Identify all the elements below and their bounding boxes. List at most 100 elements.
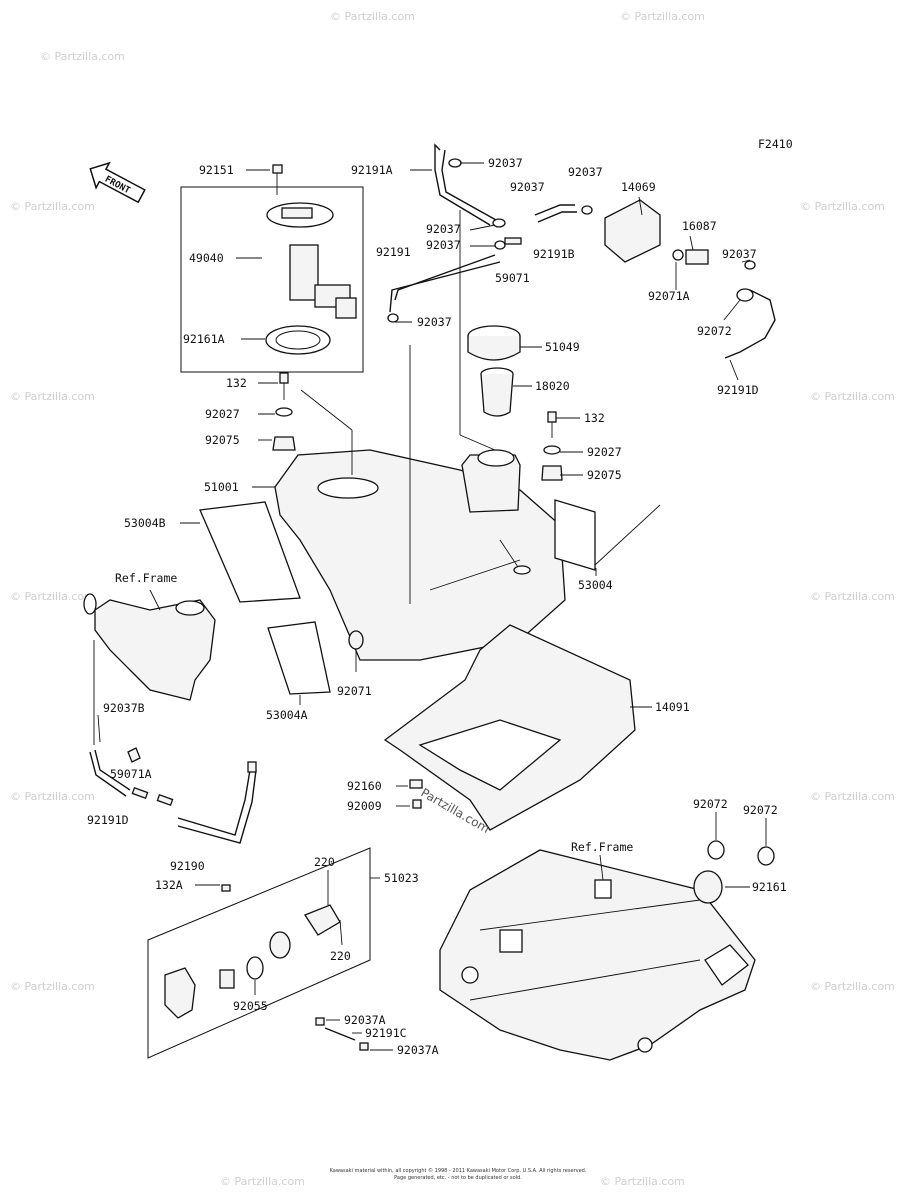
- bolt-92160: [409, 779, 423, 789]
- part-label: 132: [584, 411, 605, 425]
- watermark: © Partzilla.com: [810, 590, 895, 603]
- part-label: 59071A: [110, 767, 152, 781]
- watermark: © Partzilla.com: [220, 1175, 305, 1188]
- part-label: 14091: [655, 700, 690, 714]
- part-label: 53004B: [124, 516, 166, 530]
- tray-inner-floor: [418, 719, 562, 791]
- part-label: 92071: [337, 684, 372, 698]
- watermark: © Partzilla.com: [810, 790, 895, 803]
- grommet-92161: [693, 870, 723, 904]
- part-label: 92072: [697, 324, 732, 338]
- part-label: 92191D: [717, 383, 759, 397]
- part-label: 92037: [417, 315, 452, 329]
- clamp-92072-b: [757, 846, 775, 866]
- part-label: 92161A: [183, 332, 225, 346]
- clamp-92072-a: [707, 840, 725, 860]
- clamp-92037: [744, 260, 756, 270]
- watermark: © Partzilla.com: [600, 1175, 685, 1188]
- mount-hardware-right: [541, 411, 563, 481]
- part-label: 53004A: [266, 708, 308, 722]
- ref-frame-label: Ref.Frame: [571, 840, 633, 854]
- part-label: 53004: [578, 578, 613, 592]
- part-label: 92190: [170, 859, 205, 873]
- part-label: 92191A: [351, 163, 393, 177]
- fuel-filter-strainer: [480, 367, 514, 417]
- part-label: 14069: [621, 180, 656, 194]
- watermark: © Partzilla.com: [620, 10, 705, 23]
- frame-section-right: [439, 849, 756, 1061]
- clamp-92072: [736, 288, 754, 302]
- part-label: 92037: [426, 238, 461, 252]
- part-label: 92191C: [365, 1026, 407, 1040]
- part-label: 92037A: [397, 1043, 439, 1057]
- watermark-layer: © Partzilla.com © Partzilla.com © Partzi…: [10, 10, 895, 1188]
- watermark: © Partzilla.com: [330, 10, 415, 23]
- watermark: © Partzilla.com: [810, 390, 895, 403]
- part-label: 92037: [426, 222, 461, 236]
- watermark: © Partzilla.com: [10, 790, 95, 803]
- tank-pad-53004: [554, 499, 596, 571]
- vent-hoses: [387, 143, 593, 323]
- part-label: 92037B: [103, 701, 145, 715]
- part-label: 92027: [587, 445, 622, 459]
- part-label: 92191: [376, 245, 411, 259]
- fuel-cock-box: [147, 847, 371, 1059]
- fuel-tank: [274, 449, 566, 661]
- part-label: 51001: [204, 480, 239, 494]
- part-label: 92037: [488, 156, 523, 170]
- part-label: 92037: [510, 180, 545, 194]
- part-label: 92072: [743, 803, 778, 817]
- footer-note: Page generated, etc. - not to be duplica…: [394, 1175, 522, 1181]
- part-label: 92151: [199, 163, 234, 177]
- watermark: © Partzilla.com: [10, 980, 95, 993]
- part-label: 92072: [693, 797, 728, 811]
- figure-code: F2410: [758, 137, 793, 151]
- filter-16087: [685, 249, 709, 265]
- nut-92009: [412, 799, 422, 809]
- part-label: 16087: [682, 219, 717, 233]
- part-labels: 92151 49040 92161A 132 92027 92075 51001…: [87, 156, 787, 1057]
- part-label: 92075: [205, 433, 240, 447]
- leader-lines: [97, 162, 767, 1051]
- lower-fuel-hoses: [89, 640, 257, 844]
- fuel-cap: [467, 325, 521, 361]
- part-label: 92071A: [648, 289, 690, 303]
- part-label: 92009: [347, 799, 382, 813]
- part-label: 59071: [495, 271, 530, 285]
- watermark: © Partzilla.com: [10, 590, 95, 603]
- clamp-92071a: [672, 249, 684, 261]
- part-label: 92027: [205, 407, 240, 421]
- frame-section-left: [83, 593, 216, 701]
- grommet-92071: [348, 630, 364, 650]
- watermark: © Partzilla.com: [800, 200, 885, 213]
- part-label: 92191D: [87, 813, 129, 827]
- valve-14069: [604, 199, 661, 263]
- part-label: 92075: [587, 468, 622, 482]
- part-label: 18020: [535, 379, 570, 393]
- part-label: 220: [330, 949, 351, 963]
- part-label: 92037: [722, 247, 757, 261]
- watermark: © Partzilla.com: [10, 390, 95, 403]
- part-label: 92161: [752, 880, 787, 894]
- part-label: 132A: [155, 878, 183, 892]
- watermark: © Partzilla.com: [40, 50, 125, 63]
- hose-92191d: [724, 289, 776, 359]
- part-label: 92037A: [344, 1013, 386, 1027]
- part-label: 92037: [568, 165, 603, 179]
- part-label: 49040: [189, 251, 224, 265]
- tank-pad-53004a: [267, 621, 331, 695]
- part-label: 92191B: [533, 247, 575, 261]
- fuel-pump-box: [180, 164, 364, 373]
- part-label: 51049: [545, 340, 580, 354]
- watermark: © Partzilla.com: [810, 980, 895, 993]
- mount-hardware-left: [272, 372, 296, 451]
- part-label: 92055: [233, 999, 268, 1013]
- part-label: 92160: [347, 779, 382, 793]
- part-label: 220: [314, 855, 335, 869]
- footer-copyright: Kawasaki material within, all copyright …: [330, 1167, 587, 1174]
- ref-frame-label: Ref.Frame: [115, 571, 177, 585]
- part-label: 132: [226, 376, 247, 390]
- part-label: 51023: [384, 871, 419, 885]
- watermark: © Partzilla.com: [10, 200, 95, 213]
